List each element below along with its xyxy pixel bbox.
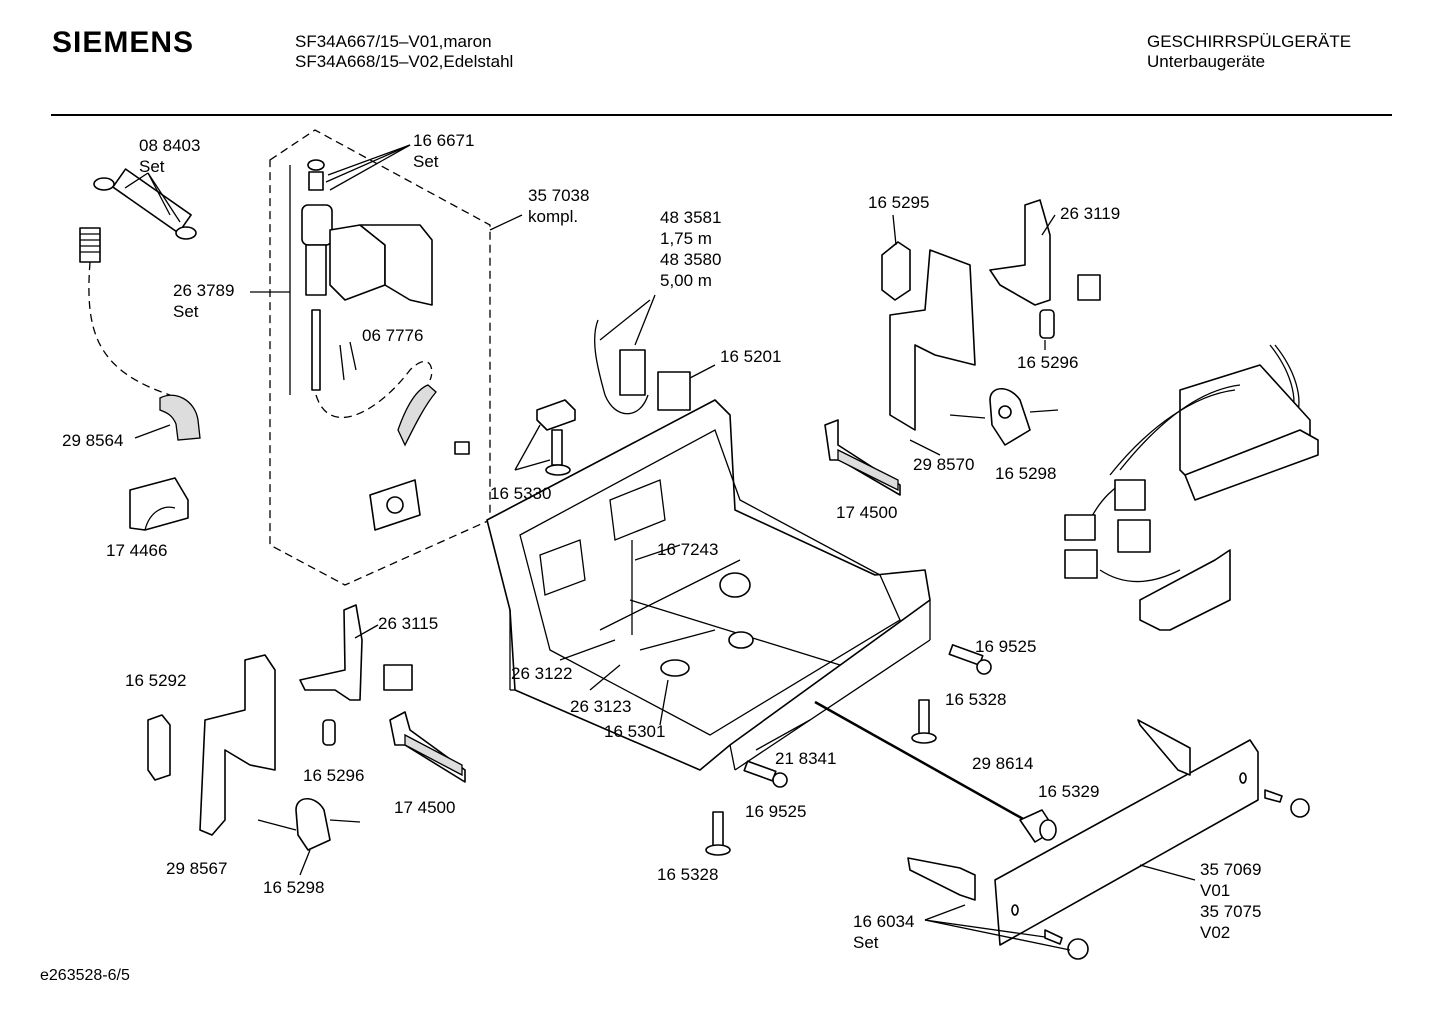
cap-screws-166034 — [924, 789, 1310, 960]
part-label-298570: 29 8570 — [913, 455, 975, 474]
hinge-spring-174500-upper — [824, 419, 901, 496]
part-label-165328-upper: 16 5328 — [945, 690, 1007, 709]
part-label-165330: 16 5330 — [490, 484, 552, 503]
screw-169525-upper — [948, 644, 992, 675]
foot-screw-165328-upper — [911, 699, 937, 744]
part-label-165298-upper: 16 5298 — [995, 464, 1057, 483]
rod-218341 — [814, 700, 1026, 822]
part-label-166034: 16 6034 Set — [853, 912, 915, 952]
screw-169525-lower — [743, 760, 788, 788]
part-label-167243: 16 7243 — [657, 540, 719, 559]
hinge-spring-174500-lower — [389, 711, 466, 783]
part-label-263119: 26 3119 — [1060, 204, 1121, 223]
part-label-165295: 16 5295 — [868, 193, 930, 212]
clip-165296-lower — [322, 719, 336, 746]
part-label-165301: 16 5301 — [604, 722, 666, 741]
part-label-165201: 16 5201 — [720, 347, 782, 366]
clip-165296 — [1039, 309, 1055, 350]
part-label-298564: 29 8564 — [62, 431, 124, 450]
bracket-165295 — [881, 214, 911, 301]
bracket-298570 — [889, 249, 976, 456]
clip-small-right — [1077, 274, 1101, 301]
part-label-263115: 26 3115 — [378, 614, 439, 633]
hose-path — [88, 261, 171, 396]
cable-path — [315, 361, 433, 418]
part-label-298614: 29 8614 — [972, 754, 1034, 773]
part-label-263122: 26 3122 — [511, 664, 573, 683]
hose-with-clamps — [93, 168, 197, 240]
subcategory-title: Unterbaugeräte — [1147, 52, 1266, 71]
cable-harness-483581 — [594, 294, 716, 415]
bracket-263115 — [299, 604, 379, 701]
part-label-169525-upper: 16 9525 — [975, 637, 1037, 656]
drawing-id: e263528-6/5 — [40, 967, 130, 984]
bracket-298567 — [199, 654, 276, 836]
part-label-174500-upper: 17 4500 — [836, 503, 898, 522]
part-label-088403: 08 8403 Set — [139, 136, 201, 176]
clip-lower-left — [383, 664, 413, 691]
part-label-166671: 16 6671 Set — [413, 131, 475, 171]
part-label-174466: 17 4466 — [106, 541, 168, 560]
bracket-165292 — [147, 714, 171, 781]
part-label-165296-upper: 16 5296 — [1017, 353, 1079, 372]
part-label-165298-lower: 16 5298 — [263, 878, 325, 897]
category-title: GESCHIRRSPÜLGERÄTE — [1147, 32, 1352, 51]
part-label-174500-lower: 17 4500 — [394, 798, 456, 817]
part-label-263123: 26 3123 — [570, 697, 632, 716]
drain-hose-bend — [134, 394, 201, 441]
main-wiring-harness — [1064, 344, 1319, 631]
bracket-174466 — [129, 477, 189, 531]
water-valve-assembly — [250, 144, 523, 531]
model-line-1: SF34A667/15–V01,maron — [295, 32, 492, 51]
model-line-2: SF34A668/15–V02,Edelstahl — [295, 52, 514, 71]
part-label-218341: 21 8341 — [775, 749, 837, 768]
spring-coil — [79, 227, 101, 263]
part-label-169525-lower: 16 9525 — [745, 802, 807, 821]
part-label-298567: 29 8567 — [166, 859, 228, 878]
part-label-067776: 06 7776 — [362, 326, 424, 345]
part-label-357038: 35 7038 kompl. — [528, 186, 590, 226]
part-label-357069: 35 7069 V01 35 7075 V02 — [1200, 860, 1262, 942]
base-tub-frame — [486, 399, 931, 771]
knob-165329 — [1019, 809, 1057, 843]
part-label-165292: 16 5292 — [125, 671, 187, 690]
plinth-panel-357069 — [907, 719, 1259, 946]
part-label-483581: 48 3581 1,75 m 48 3580 5,00 m — [660, 208, 722, 290]
foot-screw-165328-lower — [705, 811, 731, 856]
brand-logo: SIEMENS — [52, 26, 195, 59]
part-label-263789: 26 3789 Set — [173, 281, 235, 321]
door-lock-165298-lower — [257, 797, 361, 876]
part-label-165296-lower: 16 5296 — [303, 766, 365, 785]
door-lock-165298 — [949, 387, 1059, 446]
foot-screw-165330 — [514, 399, 576, 476]
part-label-165328-lower: 16 5328 — [657, 865, 719, 884]
part-label-165329: 16 5329 — [1038, 782, 1100, 801]
bracket-263119 — [989, 199, 1056, 306]
header-rule — [51, 114, 1392, 116]
